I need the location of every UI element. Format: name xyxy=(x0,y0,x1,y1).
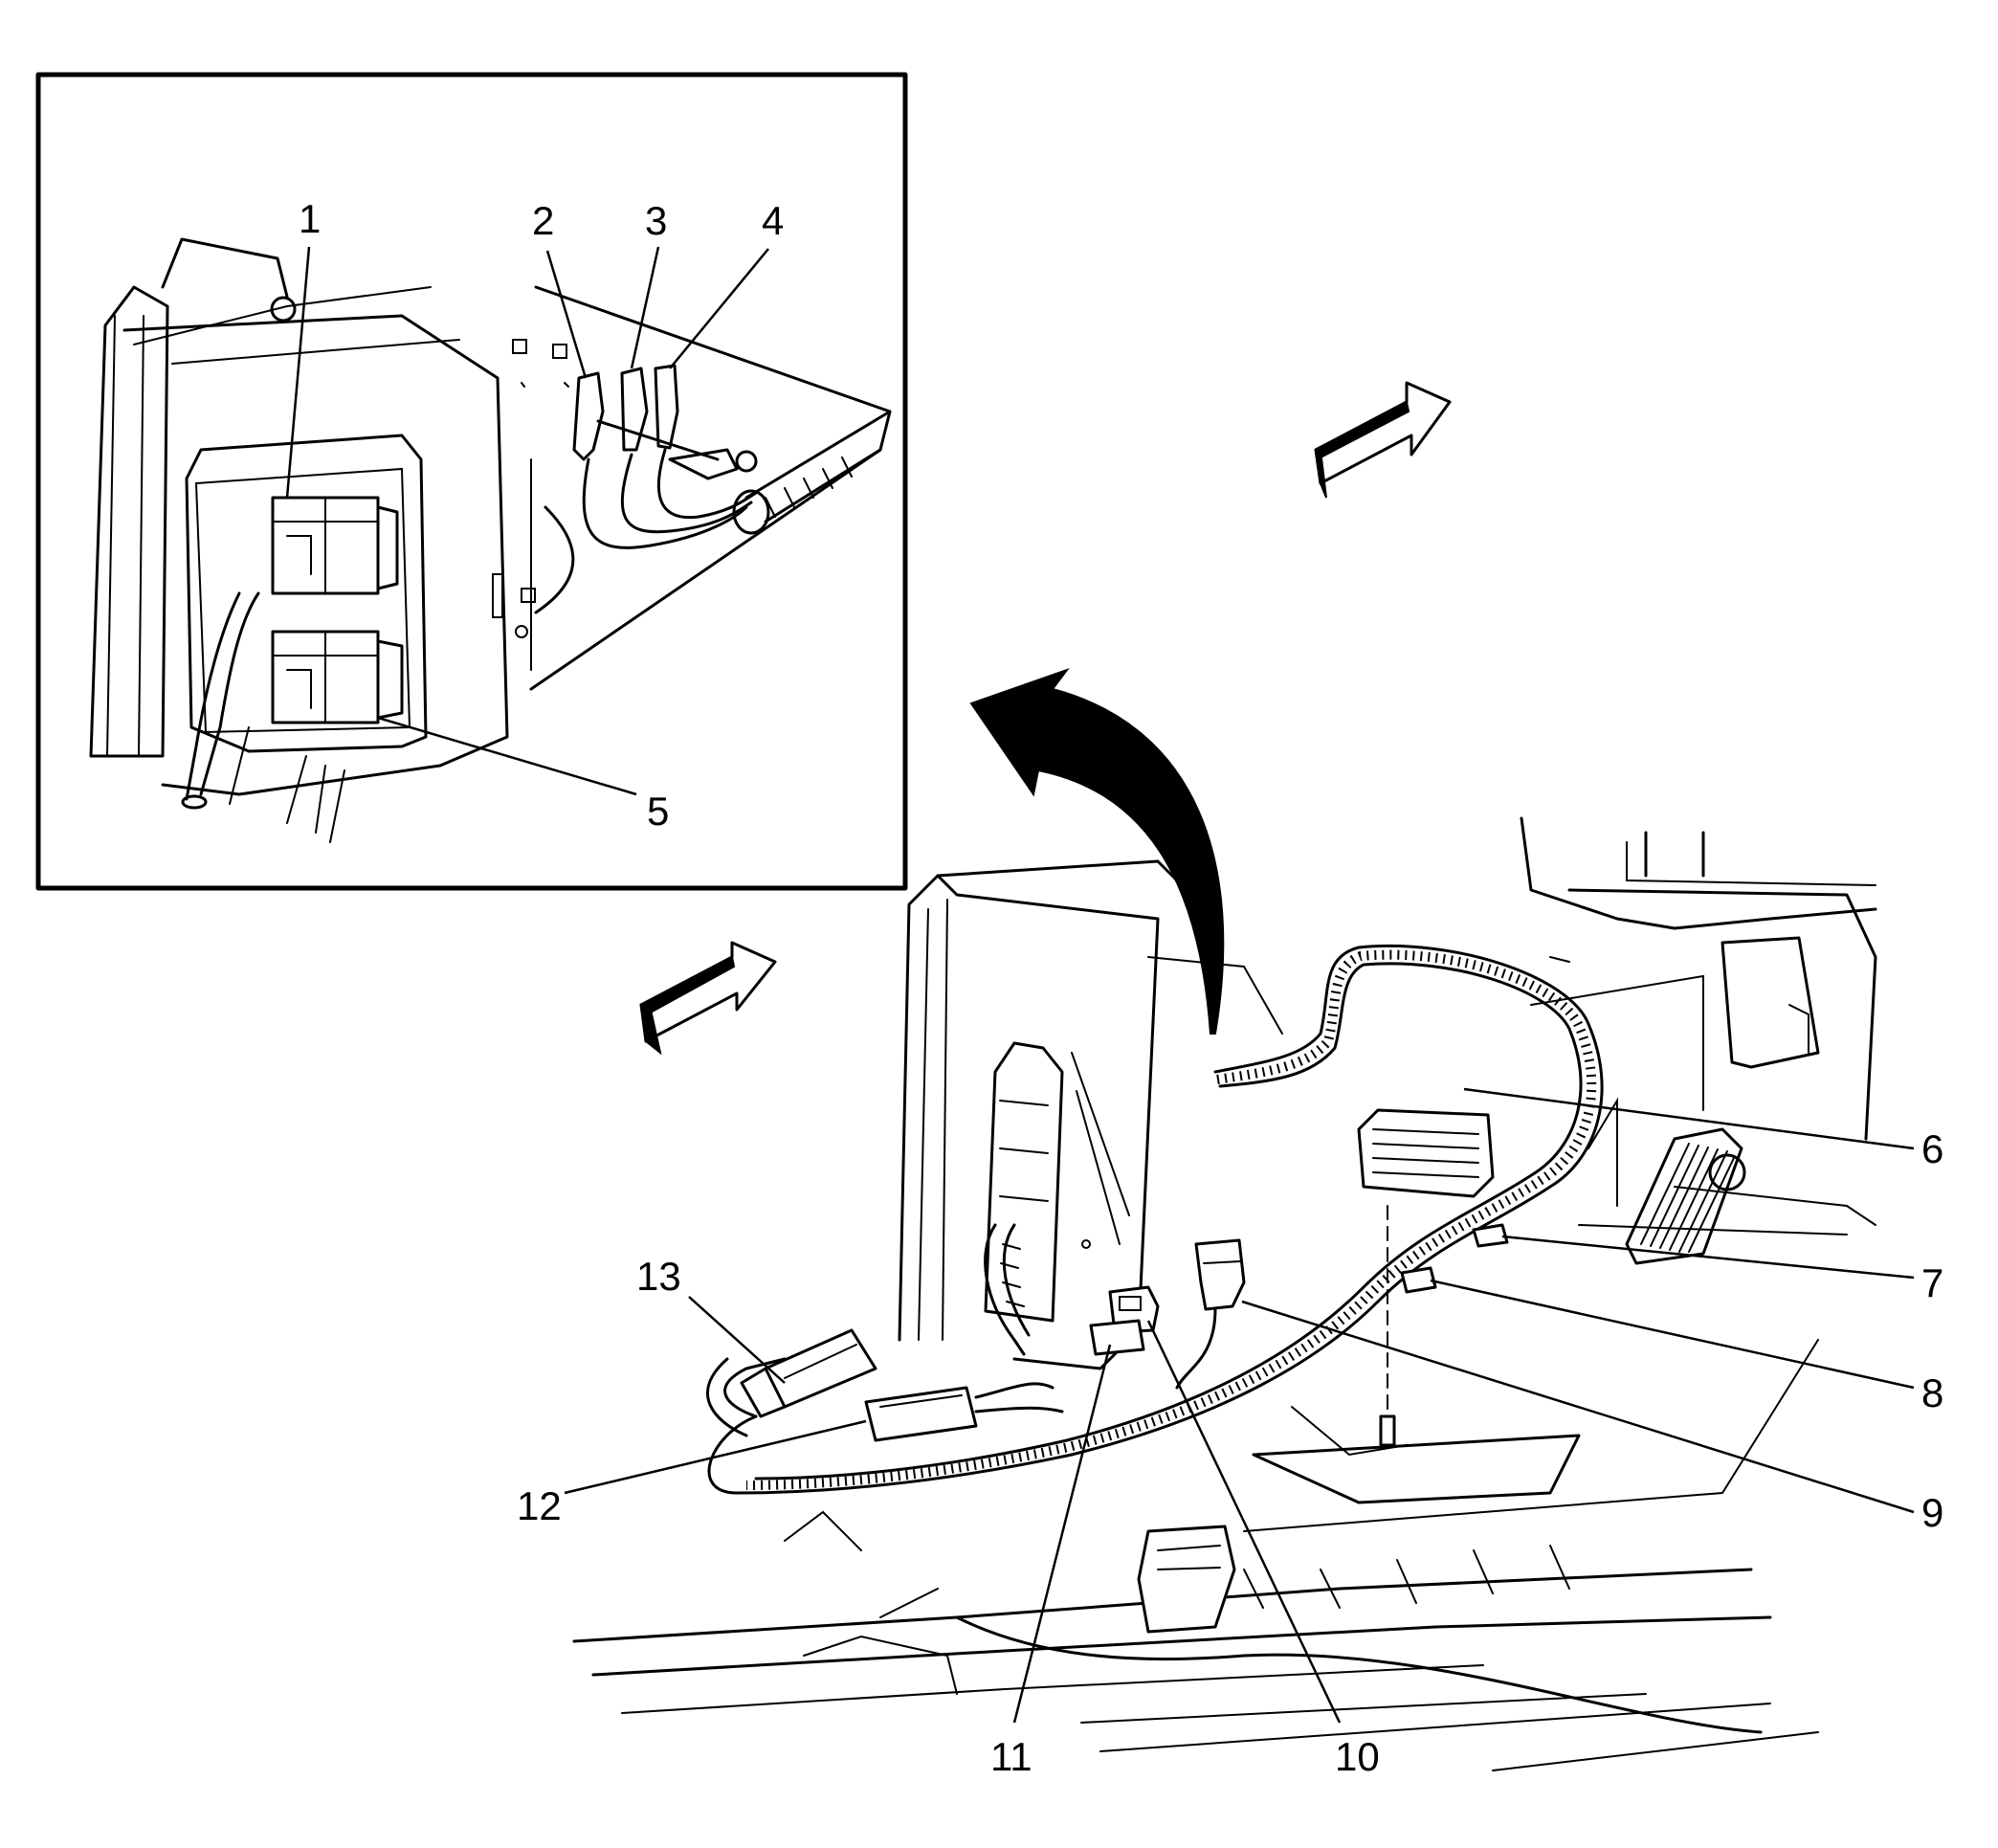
ground-fastener xyxy=(1379,1205,1396,1447)
dash-structure xyxy=(1520,816,1877,1236)
callout-12: 12 xyxy=(517,1483,562,1528)
view-transition-arrow xyxy=(969,667,1225,1035)
connector-11 xyxy=(1089,1319,1145,1356)
callout-4: 4 xyxy=(762,198,784,243)
upper-module-connector xyxy=(271,496,399,595)
accelerator-pedal xyxy=(1625,1127,1746,1265)
callout-6: 6 xyxy=(1921,1126,1943,1171)
main-leaders xyxy=(564,1087,1915,1724)
callout-9: 9 xyxy=(1921,1490,1943,1535)
floor-module xyxy=(955,1525,1763,1734)
inset-detail-view: 1 2 3 4 5 xyxy=(35,72,908,891)
main-view: 6 7 8 9 10 11 12 13 xyxy=(517,816,1943,1779)
callout-3: 3 xyxy=(645,198,667,243)
lower-module-connector xyxy=(271,630,404,724)
inset-leaders xyxy=(285,246,769,796)
inset-bracket-area xyxy=(492,285,892,691)
inset-side-panel xyxy=(89,237,509,796)
inset-harness-bundle xyxy=(181,591,345,843)
callout-11: 11 xyxy=(990,1734,1032,1779)
brake-pedal xyxy=(1357,1108,1495,1198)
main-wiring-harness xyxy=(706,944,1604,1495)
callout-13: 13 xyxy=(636,1254,681,1299)
connector-9 xyxy=(1175,1238,1246,1390)
front-direction-arrow-upper xyxy=(1314,381,1452,499)
callout-1: 1 xyxy=(299,196,321,241)
harness-clip-7 xyxy=(1472,1223,1509,1248)
harness-clip-8 xyxy=(1400,1266,1437,1294)
callout-2: 2 xyxy=(532,198,554,243)
front-direction-arrow-lower xyxy=(639,941,777,1056)
callout-5: 5 xyxy=(647,789,669,834)
connector-12 xyxy=(864,1382,1064,1442)
callout-7: 7 xyxy=(1921,1260,1943,1305)
callout-10: 10 xyxy=(1335,1734,1380,1779)
connector-13 xyxy=(740,1328,877,1418)
kick-panel xyxy=(898,859,1283,1370)
callout-8: 8 xyxy=(1921,1370,1943,1415)
